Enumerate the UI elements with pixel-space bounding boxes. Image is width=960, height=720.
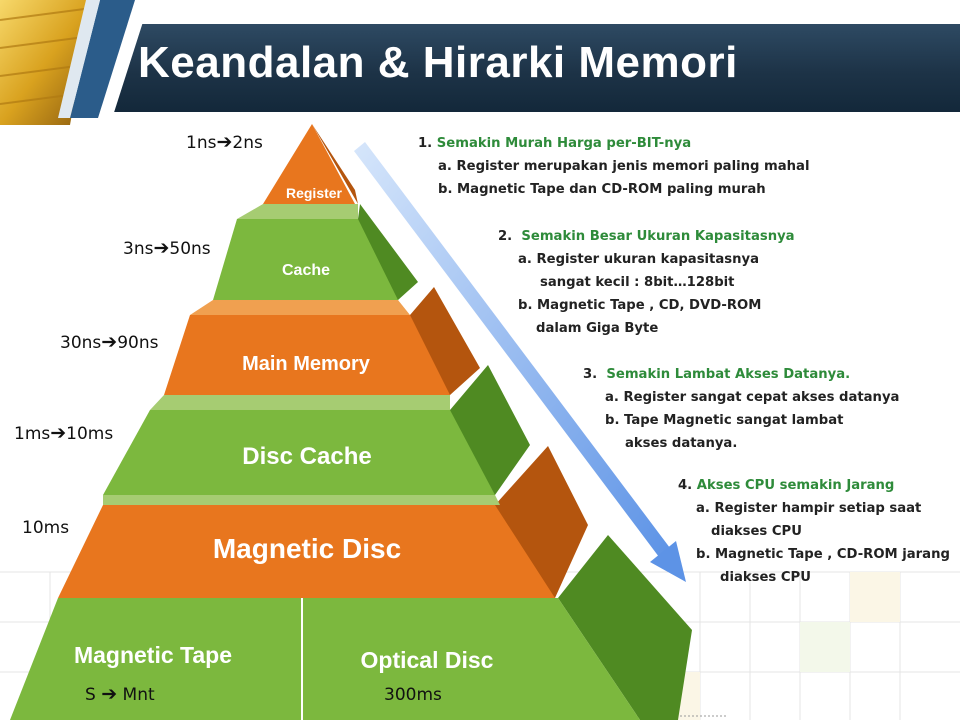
cache-access-time: 3ns➔50ns [123,237,211,259]
note-2: 2. Semakin Besar Ukuran Kapasitasnya a. … [498,229,795,336]
note-heading: Akses CPU semakin Jarang [696,478,895,493]
magnetic-tape-access-time: S ➔ Mnt [85,683,155,705]
cache-label: Cache [282,262,330,279]
note-heading: Semakin Besar Ukuran Kapasitasnya [521,229,795,244]
tier-tape-optical [10,535,692,720]
title-bar [95,24,960,112]
right-arrow-icon: ➔ [153,237,170,259]
note-heading: Semakin Lambat Akses Datanya. [606,367,851,382]
tier-main-memory [150,287,480,410]
right-arrow-icon: ➔ [50,422,67,444]
disc-cache-label: Disc Cache [242,443,371,470]
note-heading: Semakin Murah Harga per-BIT-nya [436,136,692,151]
note-1: 1. Semakin Murah Harga per-BIT-nya a. Re… [418,136,810,197]
optical-disc-label: Optical Disc [361,647,494,673]
note-4: 4. Akses CPU semakin Jarang a. Register … [678,478,950,585]
descending-arrow [354,142,686,582]
magnetic-disc-label: Magnetic Disc [213,533,401,564]
register-access-time: 1ns➔2ns [186,131,263,153]
page-title: Keandalan & Hirarki Memori [138,38,738,87]
right-arrow-icon: ➔ [101,331,118,353]
right-arrow-icon: ➔ [101,683,118,705]
tier-register [237,124,358,219]
note-3: 3. Semakin Lambat Akses Datanya. a. Regi… [583,367,900,451]
magnetic-tape-label: Magnetic Tape [74,642,232,668]
register-label: Register [286,185,343,201]
tier-cache [190,204,418,315]
optical-disc-access-time: 300ms [384,685,442,705]
disc-cache-access-time: 1ms➔10ms [14,422,114,444]
header-image [0,0,150,125]
magnetic-disc-access-time: 10ms [22,518,70,538]
main-memory-access-time: 30ns➔90ns [60,331,159,353]
main-memory-label: Main Memory [242,353,371,375]
tier-magnetic-disc [58,446,588,598]
right-arrow-icon: ➔ [216,131,233,153]
tier-disc-cache [103,365,530,505]
